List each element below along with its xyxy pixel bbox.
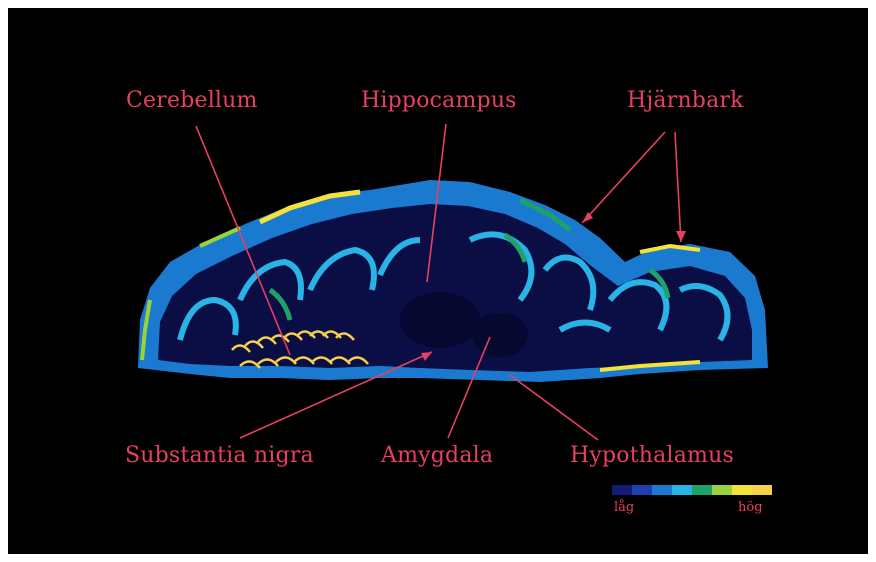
label-hypothalamus: Hypothalamus [570, 443, 734, 468]
scale-swatch [672, 485, 692, 495]
scale-swatch [612, 485, 632, 495]
scale-low-label: låg [614, 500, 634, 515]
scale-swatch [692, 485, 712, 495]
scale-swatch [652, 485, 672, 495]
scale-high-label: hög [738, 500, 763, 515]
label-amygdala: Amygdala [381, 443, 493, 468]
label-cortex: Hjärnbark [627, 88, 744, 113]
scale-swatch [752, 485, 772, 495]
label-hippocampus: Hippocampus [361, 88, 517, 113]
scale-swatch [712, 485, 732, 495]
label-substantia-nigra: Substantia nigra [125, 443, 314, 468]
scale-swatch [732, 485, 752, 495]
label-cerebellum: Cerebellum [126, 88, 258, 113]
color-scale-bar [612, 485, 772, 495]
scale-swatch [632, 485, 652, 495]
